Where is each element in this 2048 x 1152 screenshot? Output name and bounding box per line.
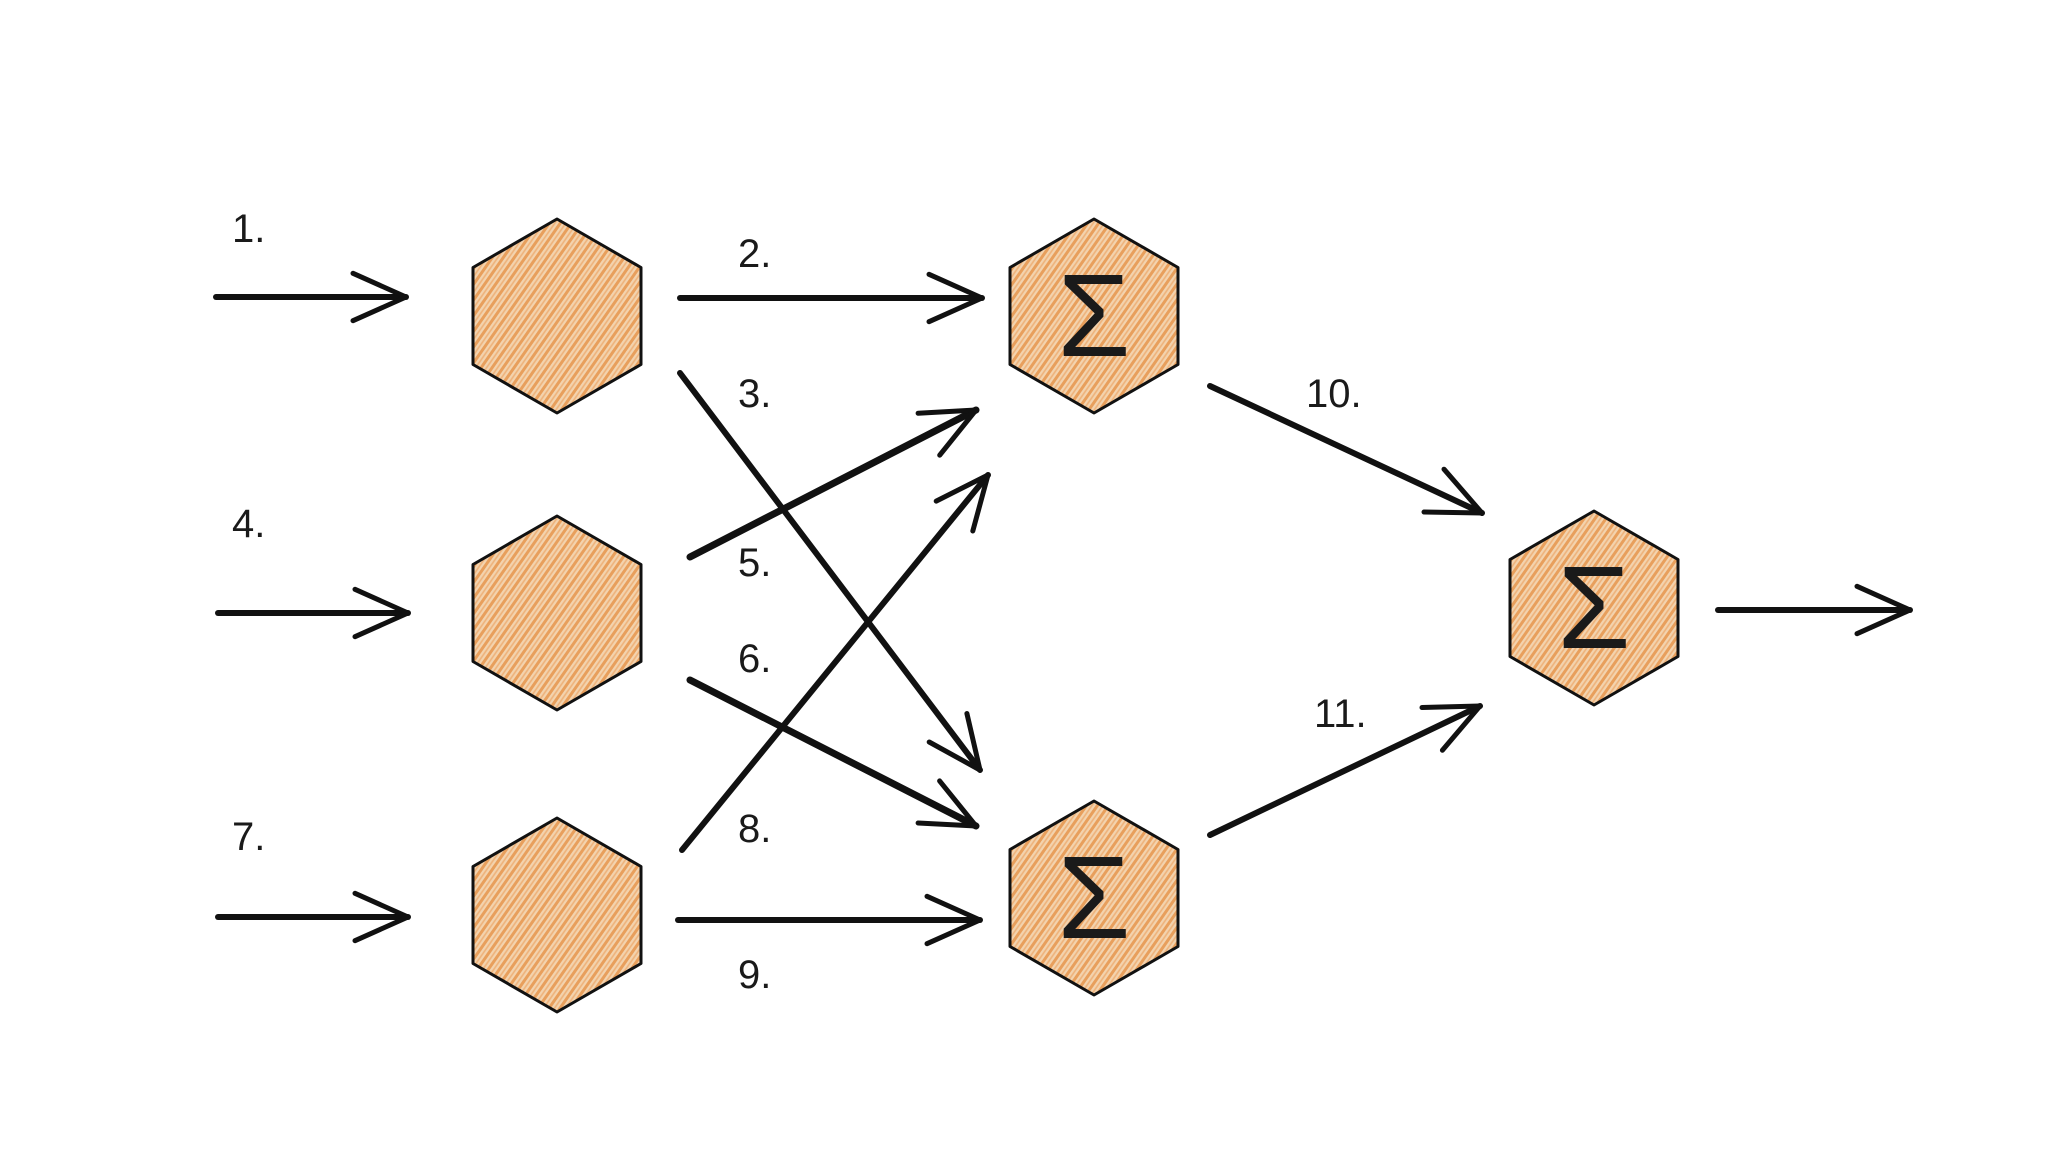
hexagon-icon bbox=[1008, 217, 1180, 415]
arrowhead-icon bbox=[352, 586, 411, 640]
hexagon-icon bbox=[471, 217, 643, 415]
arrowhead-icon bbox=[350, 270, 409, 324]
edge-arrow-2 bbox=[677, 271, 985, 325]
arrowhead-icon bbox=[1419, 703, 1483, 753]
hexagon-icon bbox=[471, 816, 643, 1014]
edge-arrow-4 bbox=[215, 586, 411, 640]
arrowhead-icon bbox=[1421, 466, 1485, 516]
arrow-shaft bbox=[677, 370, 983, 773]
arrow-shaft bbox=[679, 472, 991, 853]
edge-arrow-8 bbox=[679, 472, 991, 853]
sigma-icon: Σ bbox=[1058, 832, 1131, 964]
sigma-icon: Σ bbox=[1058, 250, 1131, 382]
edge-arrow-5 bbox=[686, 406, 980, 561]
hexagon-fill bbox=[473, 219, 641, 413]
hexagon-fill bbox=[1510, 511, 1678, 705]
arrowhead-icon bbox=[1854, 583, 1913, 637]
node-input-2 bbox=[471, 514, 643, 712]
arrow-shaft bbox=[686, 676, 980, 830]
edge-label-11: 11. bbox=[1314, 692, 1367, 736]
arrowhead-icon bbox=[926, 271, 985, 325]
hexagon-fill bbox=[473, 818, 641, 1012]
edge-arrow-10 bbox=[1207, 383, 1485, 516]
edge-label-4: 4. bbox=[232, 502, 265, 546]
arrow-shaft bbox=[686, 406, 980, 561]
node-input-3 bbox=[471, 816, 643, 1014]
arrowhead-icon bbox=[915, 407, 979, 458]
sigma-icon: Σ bbox=[1558, 542, 1631, 674]
node-output-sum: Σ bbox=[1508, 509, 1680, 707]
edge-label-5: 5. bbox=[738, 541, 771, 585]
edges bbox=[213, 270, 1913, 947]
edge-arrow-1 bbox=[213, 270, 409, 324]
hexagon-icon bbox=[1008, 799, 1180, 997]
arrowhead-icon bbox=[915, 778, 979, 829]
edge-arrow-7 bbox=[215, 890, 411, 944]
edge-label-10: 10. bbox=[1306, 372, 1362, 416]
node-sum-1: Σ bbox=[1008, 217, 1180, 415]
edge-label-9: 9. bbox=[738, 953, 771, 997]
edge-label-8: 8. bbox=[738, 807, 771, 851]
arrow-shaft bbox=[1207, 703, 1483, 838]
edge-label-6: 6. bbox=[738, 637, 771, 681]
edge-label-7: 7. bbox=[232, 815, 265, 859]
arrow-shaft bbox=[1207, 383, 1485, 516]
edge-labels: 1. 2. 3. 4. 5. 6. 7. 8. 9. 10. 11. bbox=[232, 207, 1367, 997]
edge-label-1: 1. bbox=[232, 207, 265, 251]
edge-label-3: 3. bbox=[738, 372, 771, 416]
node-sum-2: Σ bbox=[1008, 799, 1180, 997]
node-input-1 bbox=[471, 217, 643, 415]
edge-arrow-3 bbox=[677, 370, 983, 773]
arrowhead-icon bbox=[352, 890, 411, 944]
edge-label-2: 2. bbox=[738, 232, 771, 276]
hexagon-icon bbox=[1508, 509, 1680, 707]
arrowhead-icon bbox=[933, 472, 991, 534]
hexagon-icon bbox=[471, 514, 643, 712]
arrowhead-icon bbox=[924, 893, 983, 947]
nodes: Σ Σ Σ bbox=[471, 217, 1680, 1014]
hexagon-fill bbox=[1010, 219, 1178, 413]
hexagon-fill bbox=[473, 516, 641, 710]
edge-arrow-9 bbox=[675, 893, 983, 947]
edge-arrow-11 bbox=[1207, 703, 1483, 838]
output-arrow bbox=[1715, 583, 1913, 637]
edge-arrow-6 bbox=[686, 676, 980, 830]
arrowhead-icon bbox=[926, 711, 983, 773]
hexagon-fill bbox=[1010, 801, 1178, 995]
